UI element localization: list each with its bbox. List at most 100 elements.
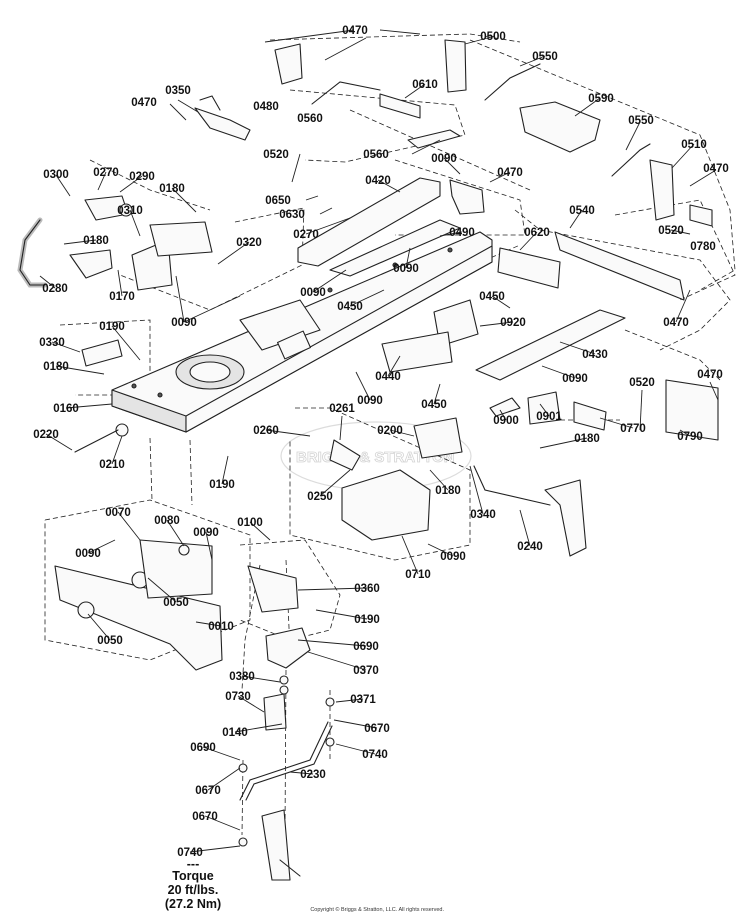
part-label-0630: 0630 <box>279 209 305 221</box>
part-label-0520: 0520 <box>629 377 655 389</box>
leader-lines <box>39 29 719 853</box>
part-label-0090: 0090 <box>75 548 101 560</box>
part-label-0470: 0470 <box>497 167 523 179</box>
part-label-0210: 0210 <box>99 459 125 471</box>
torque-dash: --- <box>187 857 200 871</box>
part-label-0090: 0090 <box>300 287 326 299</box>
part-label-0710: 0710 <box>405 569 431 581</box>
part-label-0920: 0920 <box>500 317 526 329</box>
part-label-0450: 0450 <box>479 291 505 303</box>
part-label-0550: 0550 <box>532 51 558 63</box>
part-label-0510: 0510 <box>681 139 707 151</box>
part-label-0160: 0160 <box>53 403 79 415</box>
torque-label: Torque <box>172 869 213 883</box>
part-label-0350: 0350 <box>165 85 191 97</box>
part-label-0080: 0080 <box>154 515 180 527</box>
part-label-0770: 0770 <box>620 423 646 435</box>
part-label-0360: 0360 <box>354 583 380 595</box>
part-label-0900: 0900 <box>493 415 519 427</box>
torque-value-ftlbs: 20 ft/lbs. <box>168 883 219 897</box>
part-label-0180: 0180 <box>43 361 69 373</box>
part-label-0090: 0090 <box>431 153 457 165</box>
part-label-0190: 0190 <box>354 614 380 626</box>
part-label-0470: 0470 <box>663 317 689 329</box>
part-label-0270: 0270 <box>93 167 119 179</box>
torque-value-nm: (27.2 Nm) <box>165 897 221 911</box>
part-label-0260: 0260 <box>253 425 279 437</box>
part-label-0090: 0090 <box>393 263 419 275</box>
part-label-0090: 0090 <box>357 395 383 407</box>
part-label-0470: 0470 <box>703 163 729 175</box>
part-label-0190: 0190 <box>99 321 125 333</box>
part-label-0780: 0780 <box>690 241 716 253</box>
part-label-0470: 0470 <box>697 369 723 381</box>
part-label-0901: 0901 <box>536 411 562 423</box>
torque-spec: --- Torque 20 ft/lbs. (27.2 Nm) <box>165 857 221 911</box>
part-label-0790: 0790 <box>677 431 703 443</box>
part-label-0240: 0240 <box>517 541 543 553</box>
part-label-0180: 0180 <box>574 433 600 445</box>
part-label-0670: 0670 <box>364 723 390 735</box>
right-parts <box>329 231 719 557</box>
part-label-0070: 0070 <box>105 507 131 519</box>
part-label-0371: 0371 <box>350 694 376 706</box>
part-label-0340: 0340 <box>470 509 496 521</box>
part-label-0330: 0330 <box>39 337 65 349</box>
part-label-0100: 0100 <box>237 517 263 529</box>
part-label-0380: 0380 <box>229 671 255 683</box>
part-label-0320: 0320 <box>236 237 262 249</box>
part-label-0500: 0500 <box>480 31 506 43</box>
part-label-0230: 0230 <box>300 769 326 781</box>
part-label-0610: 0610 <box>412 79 438 91</box>
part-label-0690: 0690 <box>190 742 216 754</box>
part-label-0490: 0490 <box>449 227 475 239</box>
part-label-0450: 0450 <box>421 399 447 411</box>
part-label-0010: 0010 <box>208 621 234 633</box>
part-label-0450: 0450 <box>337 301 363 313</box>
part-label-0520: 0520 <box>658 225 684 237</box>
part-label-0560: 0560 <box>363 149 389 161</box>
part-label-0090: 0090 <box>193 527 219 539</box>
part-label-0650: 0650 <box>265 195 291 207</box>
part-label-0270: 0270 <box>293 229 319 241</box>
part-label-0280: 0280 <box>42 283 68 295</box>
part-label-0620: 0620 <box>524 227 550 239</box>
part-label-0670: 0670 <box>195 785 221 797</box>
upper-parts <box>194 39 713 277</box>
part-label-0250: 0250 <box>307 491 333 503</box>
part-label-0740: 0740 <box>362 749 388 761</box>
part-label-0430: 0430 <box>582 349 608 361</box>
part-label-0090: 0090 <box>440 551 466 563</box>
part-label-0310: 0310 <box>117 205 143 217</box>
part-label-0690: 0690 <box>353 641 379 653</box>
part-label-0050: 0050 <box>97 635 123 647</box>
part-label-0520: 0520 <box>263 149 289 161</box>
part-label-0090: 0090 <box>562 373 588 385</box>
copyright-notice: Copyright © Briggs & Stratton, LLC. All … <box>310 906 444 913</box>
part-label-0190: 0190 <box>209 479 235 491</box>
part-label-0090: 0090 <box>171 317 197 329</box>
part-label-0261: 0261 <box>329 403 355 415</box>
part-label-0740: 0740 <box>177 847 203 859</box>
part-label-0180: 0180 <box>159 183 185 195</box>
part-label-0730: 0730 <box>225 691 251 703</box>
part-label-0180: 0180 <box>83 235 109 247</box>
part-label-0050: 0050 <box>163 597 189 609</box>
part-label-0180: 0180 <box>435 485 461 497</box>
part-label-0670: 0670 <box>192 811 218 823</box>
part-label-0140: 0140 <box>222 727 248 739</box>
part-label-0170: 0170 <box>109 291 135 303</box>
part-label-0540: 0540 <box>569 205 595 217</box>
part-label-0200: 0200 <box>377 425 403 437</box>
part-label-0220: 0220 <box>33 429 59 441</box>
main-frame-0160 <box>111 231 493 433</box>
part-label-0550: 0550 <box>628 115 654 127</box>
part-label-0420: 0420 <box>365 175 391 187</box>
part-label-0560: 0560 <box>297 113 323 125</box>
part-label-0480: 0480 <box>253 101 279 113</box>
part-label-0370: 0370 <box>353 665 379 677</box>
part-label-0300: 0300 <box>43 169 69 181</box>
part-label-0470: 0470 <box>131 97 157 109</box>
